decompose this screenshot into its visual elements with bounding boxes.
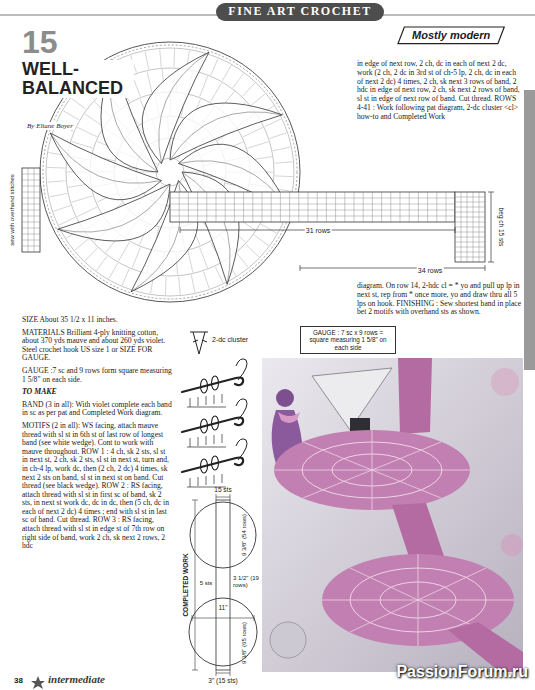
section-heading: TO MAKE <box>22 388 172 397</box>
band-chart-grid <box>22 168 40 252</box>
header-banner: FINE ART CROCHET <box>216 3 383 21</box>
motif-pattern <box>274 430 470 510</box>
howto-illustration <box>182 439 247 487</box>
instruction-text: in edge of next row, 2 ch, dc in each of… <box>357 60 522 122</box>
byline: By Eliane Boyer <box>26 122 74 130</box>
photo-ground <box>262 358 523 672</box>
dimension-label: beg ch 15 sts <box>497 207 504 248</box>
text-column: SIZE About 35 1/2 x 11 inches. MATERIALS … <box>22 316 172 551</box>
dimension-label: 5 sts <box>200 580 213 587</box>
row-count: 31 rows <box>305 227 332 235</box>
instruction-text: MOTIFS (2 in all): WS facing, attach mau… <box>22 422 172 551</box>
sewing-note: sew with overhand stitches <box>9 173 16 247</box>
glass-sphere <box>270 622 306 658</box>
band-chart <box>22 168 40 252</box>
howto-illustration <box>182 399 247 447</box>
band-chart-grid <box>455 192 485 262</box>
flower <box>501 534 523 556</box>
photo <box>262 358 523 672</box>
band-chart <box>170 192 455 222</box>
crochet-band <box>398 358 432 434</box>
howto-illustration <box>182 359 247 407</box>
dimension-line <box>300 265 485 271</box>
size-text: SIZE About 35 1/2 x 11 inches. <box>22 316 172 325</box>
page-tab <box>524 90 535 370</box>
tag-outline <box>398 27 504 44</box>
dimension-label: 3 1/2" (19 rows) <box>233 575 261 589</box>
diagram-heading: COMPLETED WORK <box>182 553 189 616</box>
watermark: PassionForum.ru <box>396 663 528 681</box>
dimension-label: 9 3/8" (54 rows) <box>241 513 248 557</box>
figurine-scarf <box>278 412 300 423</box>
instruction-text: BAND (3 in all): With violet complete ea… <box>22 401 172 418</box>
materials-text: MATERIALS Brilliant 4-ply knitting cotto… <box>22 329 172 363</box>
flower <box>491 368 519 396</box>
instruction-text: diagram. On row 14, 2-hdc cl = * yo and … <box>357 282 522 317</box>
dimension-line <box>216 670 230 676</box>
symbol-label: 2-dc cluster <box>212 336 248 344</box>
band-chart-grid <box>170 192 455 222</box>
gauge-box: GAUGE : 7 sc x 9 rows = square measuring… <box>300 326 396 354</box>
page-number-large: 15 <box>22 24 58 61</box>
node-text: GAUGE : 7 sc x 9 rows = square measuring… <box>304 329 392 351</box>
row-count: 34 rows <box>417 267 444 275</box>
dimension-line <box>192 500 198 670</box>
footer-star <box>31 676 45 689</box>
cluster-symbol <box>190 332 208 354</box>
section-tag: Mostly modern <box>398 27 504 44</box>
dimension-line <box>488 192 494 262</box>
figurine <box>276 389 294 407</box>
dimension-line <box>216 494 230 500</box>
dimension-label: 3" (15 sts) <box>208 677 237 684</box>
circle-outline <box>189 598 257 666</box>
crochet-motif <box>274 430 470 510</box>
dimension-label: 15 sts <box>214 486 231 493</box>
article-title: WELL-BALANCED <box>22 60 134 98</box>
node-text: FINE ART CROCHET <box>228 5 371 19</box>
node-text: 11" <box>217 604 228 611</box>
level-tag: intermediate <box>48 673 105 686</box>
band-chart <box>455 192 485 262</box>
gauge-text: GAUGE :7 sc and 9 rows form square measu… <box>22 367 172 384</box>
band-shape <box>216 500 230 670</box>
motif-circle: 11" <box>189 598 257 666</box>
node-text: Mostly modern <box>412 29 490 42</box>
motif-circle <box>190 502 256 568</box>
page-number: 38 <box>14 676 23 685</box>
